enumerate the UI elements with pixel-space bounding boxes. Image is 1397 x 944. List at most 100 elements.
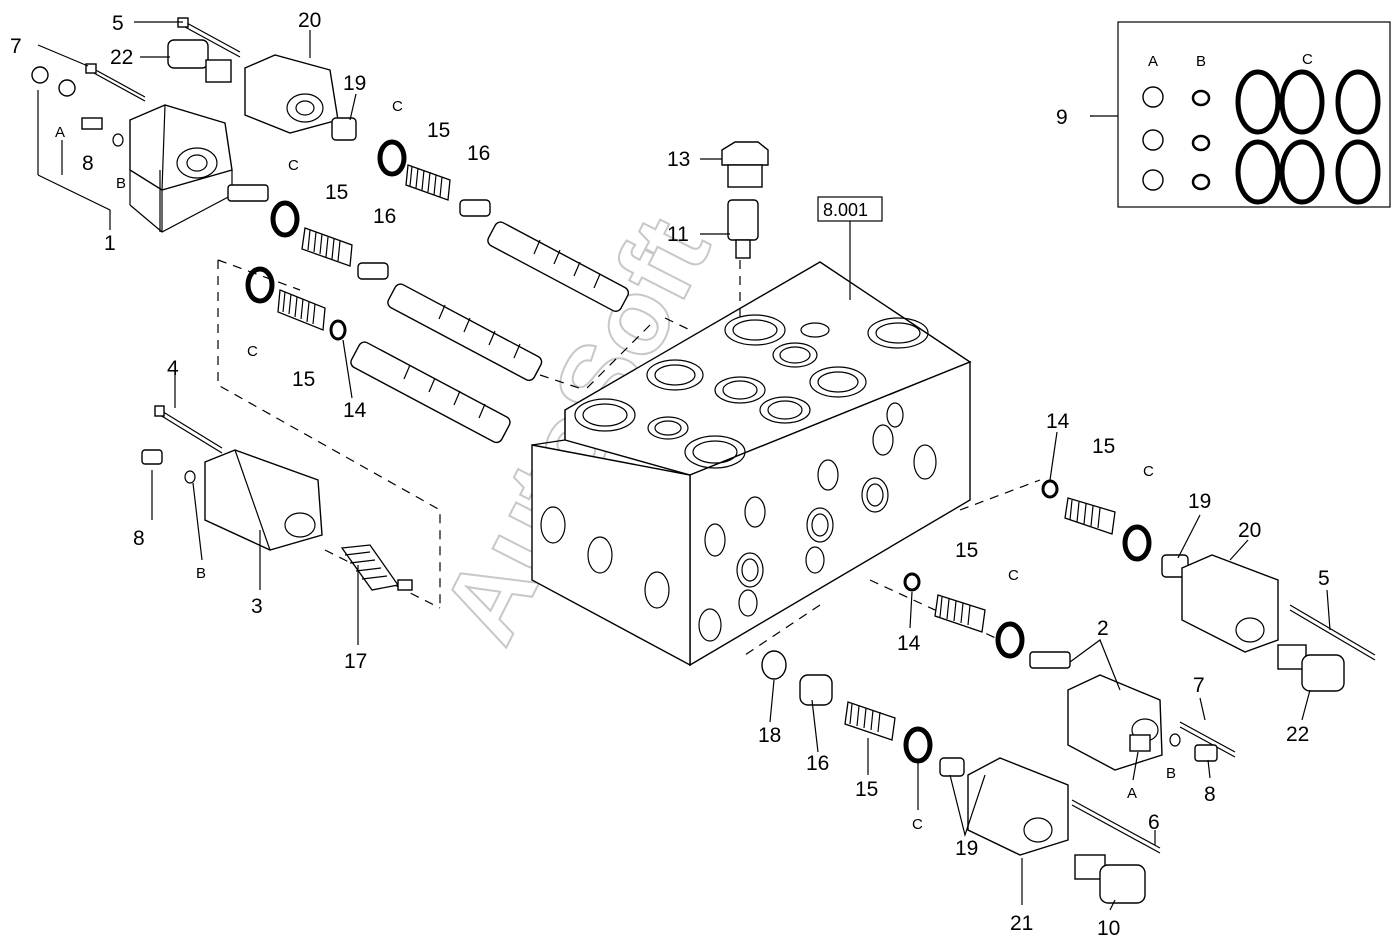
callout-15-6: 15 (855, 778, 878, 801)
washer-18 (761, 650, 787, 680)
callout-17: 17 (344, 650, 367, 673)
callout-9: 9 (1056, 106, 1068, 129)
plug-13 (721, 141, 769, 188)
fitting-8-3 (1194, 744, 1218, 762)
bolt-7-top (85, 63, 146, 102)
retainer-16-2 (357, 262, 389, 280)
sensor-22-top (167, 39, 232, 83)
callout-B-1: B (116, 175, 126, 192)
retainer-16-3 (799, 674, 833, 706)
reference-box (817, 196, 883, 300)
callout-2: 2 (1097, 617, 1109, 640)
seal-C-1 (377, 139, 407, 177)
spring-15-6 (844, 701, 896, 741)
callout-4: 4 (167, 357, 179, 380)
callout-13: 13 (667, 148, 690, 171)
fitting-8-2 (141, 449, 163, 465)
fitting-8-1 (81, 117, 103, 130)
retainer-16-1 (459, 199, 491, 217)
callout-19-3: 19 (955, 837, 978, 860)
piston-19-bottom (939, 757, 965, 777)
callout-3: 3 (251, 595, 263, 618)
reference-box-label: 8.001 (823, 200, 868, 220)
cover-20-right (1181, 554, 1279, 653)
callout-C-3: C (247, 343, 258, 360)
fitting-2 (1029, 651, 1071, 669)
callout-labels: 5 7 20 22 19 C 15 16 A 8 B 1 C 15 16 C 1… (10, 9, 1330, 940)
piston-19-top (331, 117, 357, 141)
callout-20-2: 20 (1238, 519, 1261, 542)
kit-label-A: A (1148, 53, 1158, 70)
callout-14-1: 14 (343, 399, 367, 422)
callout-7-top: 7 (10, 35, 22, 58)
bolt-4 (154, 405, 223, 454)
seal-C-6 (903, 726, 933, 764)
spring-15-4 (1064, 497, 1116, 535)
callout-20-top: 20 (298, 9, 321, 32)
callout-16-3: 16 (806, 752, 829, 775)
spool-2 (387, 283, 543, 382)
valve-11 (727, 199, 759, 259)
callout-15-2: 15 (325, 181, 348, 204)
callout-A-1: A (55, 124, 65, 141)
sensor-22-right (1277, 644, 1345, 692)
callout-15-3: 15 (292, 368, 315, 391)
callout-C-2: C (288, 157, 299, 174)
nut-A-1 (31, 66, 76, 97)
spring-15-1 (405, 164, 451, 201)
oring-B-1 (112, 133, 124, 147)
relief-valve-17 (340, 544, 413, 591)
callout-19-top: 19 (343, 72, 366, 95)
bolt-5-right (1289, 604, 1376, 661)
callout-15-1: 15 (427, 119, 450, 142)
callout-B-3: B (1166, 765, 1176, 782)
callout-14-2: 14 (1046, 410, 1070, 433)
sensor-10 (1074, 854, 1146, 904)
leader-lines (37, 21, 1331, 911)
washer-14-3 (903, 572, 921, 592)
callout-C-5: C (1008, 567, 1019, 584)
valve-body (531, 261, 972, 667)
callout-7-2: 7 (1193, 674, 1205, 697)
spring-15-5 (934, 594, 986, 633)
actuator-cover-1 (129, 104, 233, 233)
bolt-7-right (1179, 721, 1236, 758)
cover-20-top (244, 54, 339, 134)
callout-15-5: 15 (955, 539, 978, 562)
seal-C-3 (245, 266, 275, 304)
oring-B-2 (184, 470, 196, 484)
cover-21 (967, 757, 1069, 856)
seal-C-2 (270, 200, 300, 238)
callout-B-2: B (196, 565, 206, 582)
spool-3 (350, 341, 511, 444)
callout-1: 1 (104, 232, 116, 255)
callout-C-6: C (912, 816, 923, 833)
seal-C-4 (1122, 524, 1152, 562)
callout-C-4: C (1143, 463, 1154, 480)
callout-16-1: 16 (467, 142, 490, 165)
oring-B-3 (1169, 733, 1181, 747)
callout-6: 6 (1148, 811, 1160, 834)
callout-16-2: 16 (373, 205, 396, 228)
washer-14-2 (1041, 479, 1059, 499)
bolt-6 (1071, 799, 1161, 854)
fitting-row2 (227, 184, 269, 202)
callout-19-2: 19 (1188, 490, 1211, 513)
kit-label-B: B (1196, 53, 1206, 70)
callout-C-1: C (392, 98, 403, 115)
callout-21: 21 (1010, 912, 1033, 935)
callout-8-2: 8 (133, 527, 145, 550)
spool-1 (487, 221, 630, 312)
spring-15-2 (301, 227, 353, 267)
callout-18: 18 (758, 724, 781, 747)
callout-10: 10 (1097, 917, 1120, 940)
callout-8-1: 8 (82, 152, 94, 175)
callout-14-3: 14 (897, 632, 921, 655)
spring-15-3 (277, 289, 326, 331)
kit-label-C: C (1302, 51, 1313, 68)
callout-5-2: 5 (1318, 567, 1330, 590)
callout-22-top: 22 (110, 46, 133, 69)
seal-C-5 (995, 621, 1025, 659)
callout-11: 11 (667, 223, 689, 246)
